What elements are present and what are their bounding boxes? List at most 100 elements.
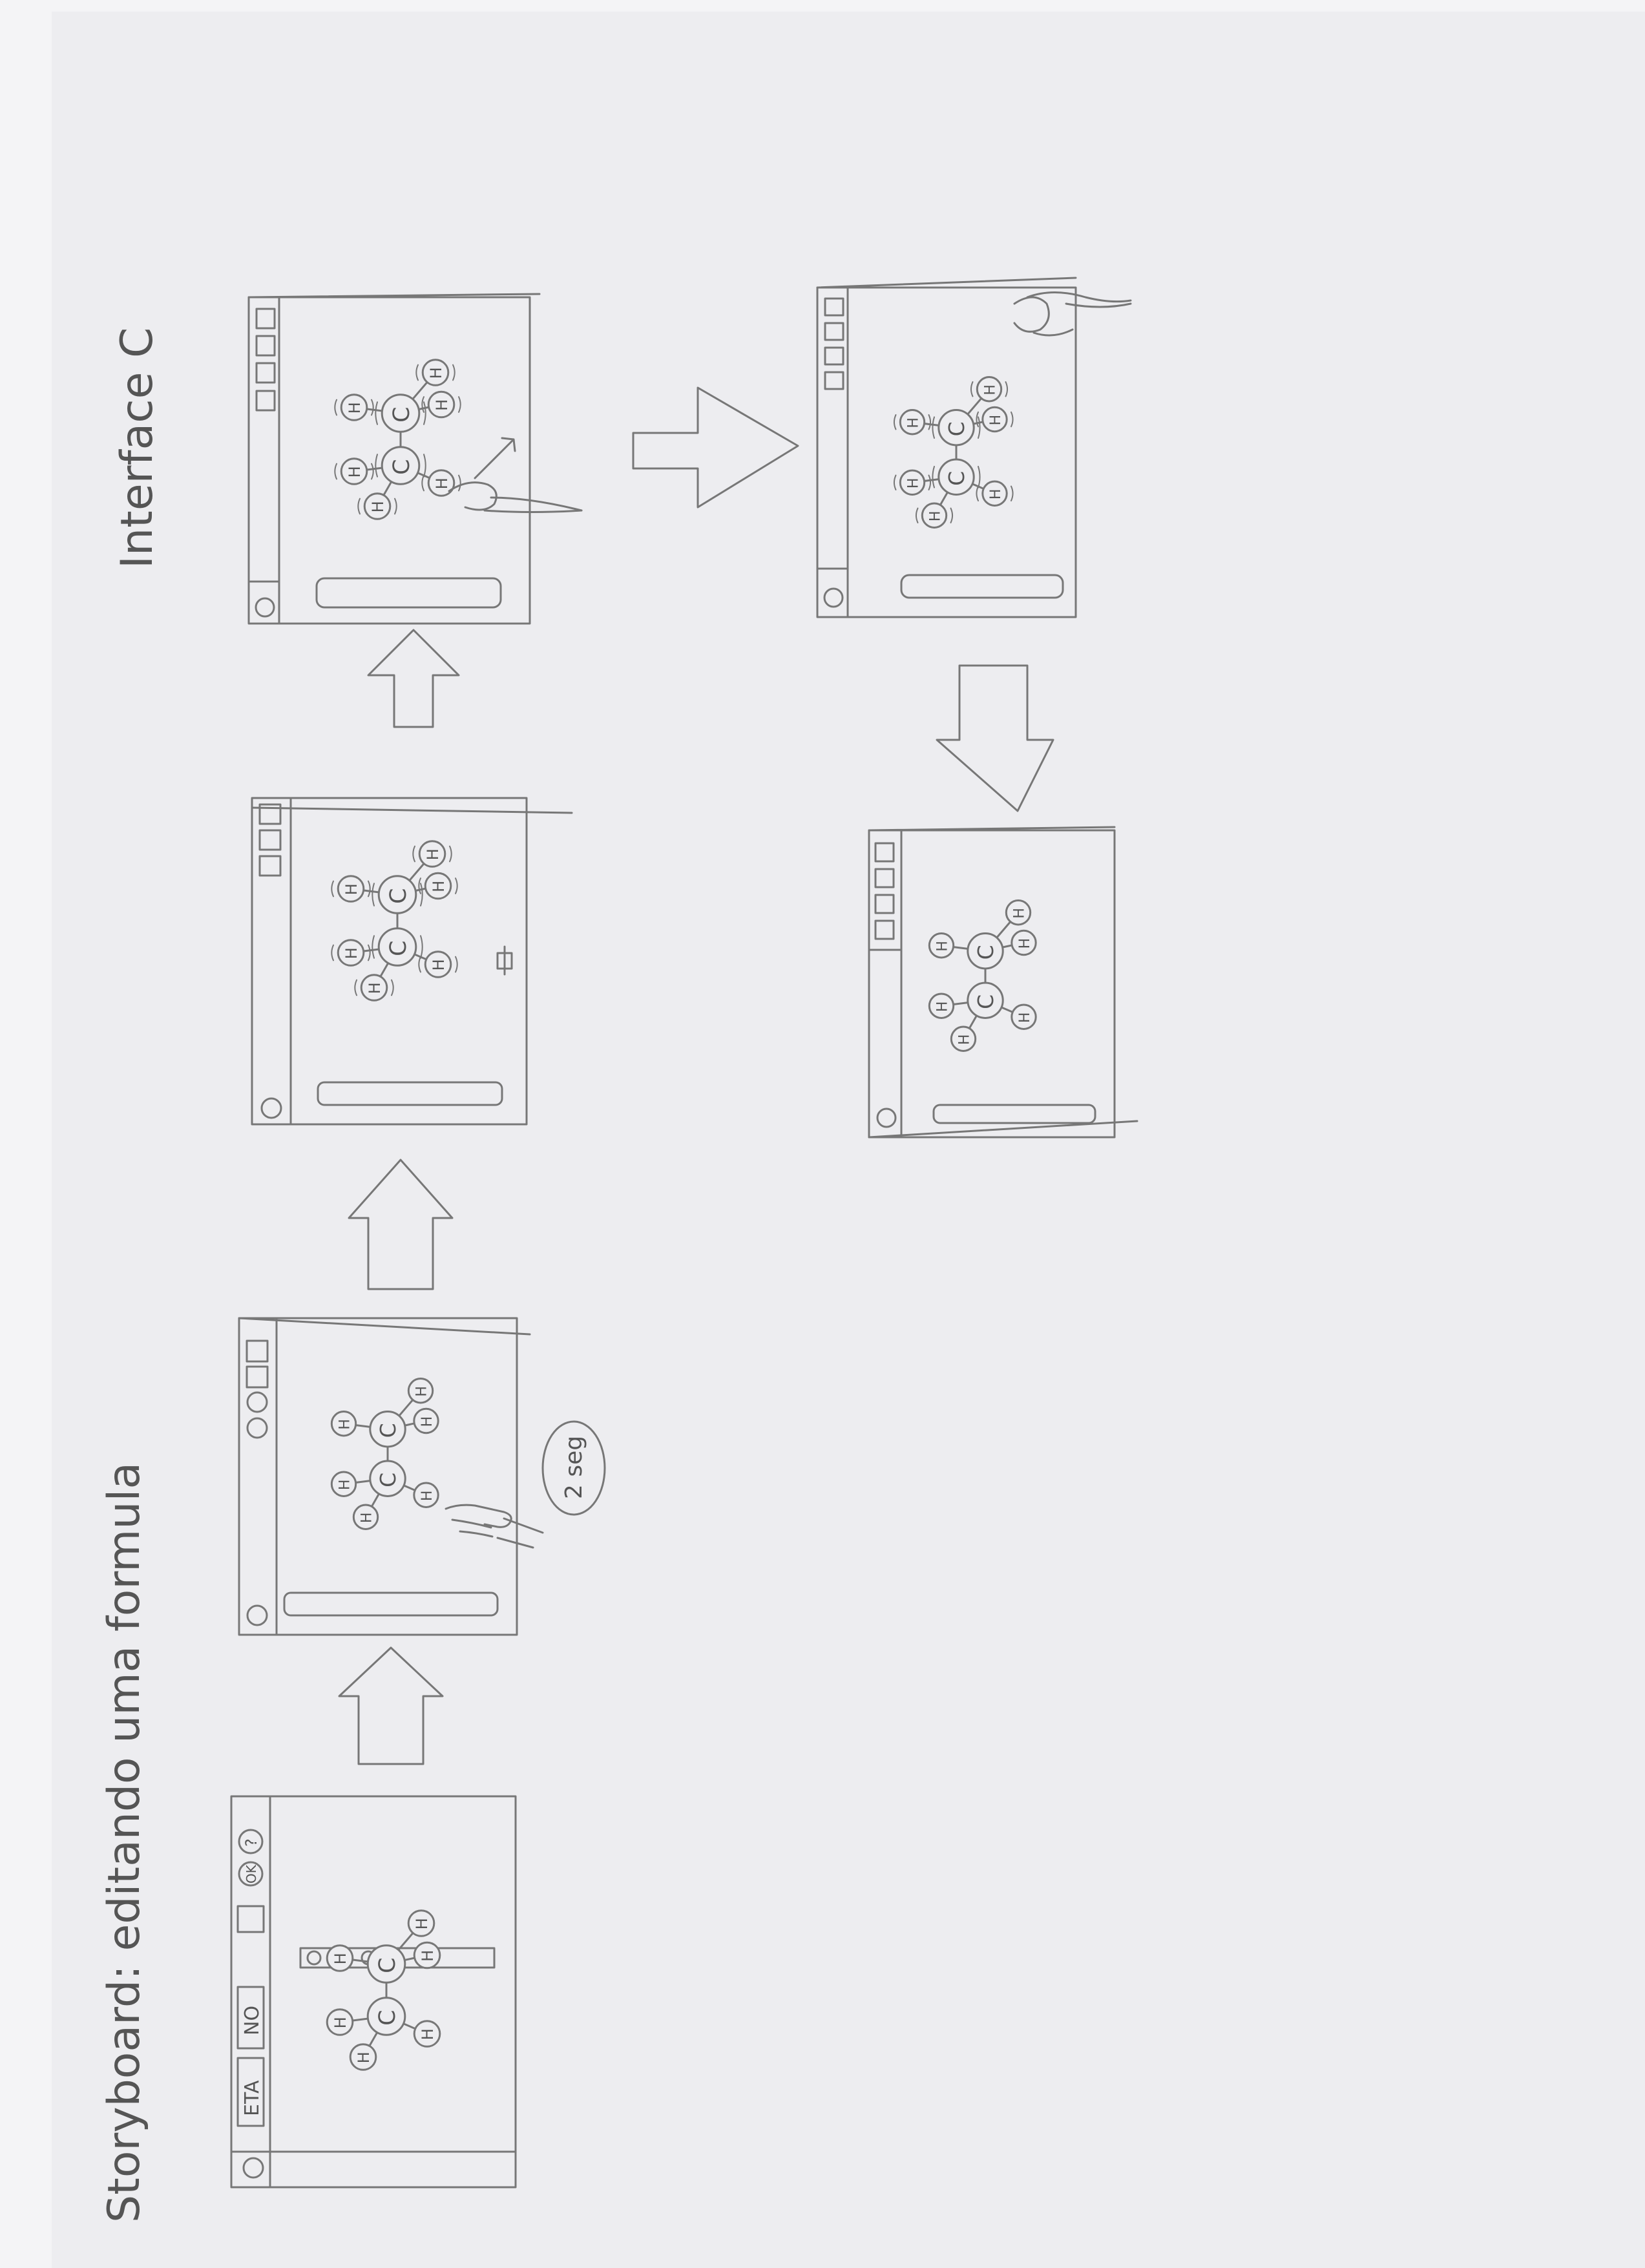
- hydrogen-atom: H: [331, 1472, 355, 1496]
- carbon-atom-symbol: C: [944, 471, 969, 486]
- vibration-mark: [421, 936, 423, 958]
- hydrogen-atom-symbol: H: [331, 2017, 350, 2028]
- vibration-mark: [971, 382, 973, 396]
- hydrogen-atom-symbol: H: [366, 982, 384, 994]
- carbon-atom: C: [370, 1461, 405, 1496]
- hydrogen-atom: H: [364, 494, 390, 520]
- vibration-mark: [368, 945, 370, 961]
- hydrogen-atom-symbol: H: [934, 941, 950, 952]
- hydrogen-atom: H: [929, 994, 953, 1018]
- carbon-atom-symbol: C: [375, 1423, 401, 1438]
- carbon-atom-symbol: C: [389, 459, 415, 474]
- vibration-mark: [375, 402, 377, 425]
- move-cursor: [498, 947, 512, 974]
- vibration-mark: [424, 402, 426, 425]
- vibration-mark: [894, 415, 896, 429]
- undo-icon: [247, 1606, 267, 1625]
- hydrogen-atom-symbol: H: [413, 1918, 431, 1929]
- carbon-atom: C: [968, 983, 1003, 1018]
- vibration-mark: [453, 365, 455, 381]
- vibration-mark: [929, 415, 931, 429]
- toolbar-icons: [247, 1341, 267, 1438]
- vibration-mark: [335, 464, 337, 479]
- hydrogen-atom-symbol: H: [419, 1491, 435, 1502]
- vibration-mark: [894, 476, 896, 490]
- hydrogen-atom-symbol: H: [342, 947, 361, 959]
- tool-ok-label: OK: [244, 1864, 259, 1884]
- carbon-atom-symbol: C: [386, 888, 412, 903]
- arrow-frame5-to-6: [937, 666, 1053, 811]
- frame-5: CCHHHHHH: [817, 278, 1131, 617]
- vibration-mark: [355, 980, 357, 996]
- hydrogen-atom-symbol: H: [433, 399, 451, 411]
- undo-icon: [256, 598, 274, 616]
- hydrogen-atom: H: [1006, 901, 1030, 925]
- hydrogen-atom: H: [408, 1911, 434, 1937]
- molecule-4: CCHHHHHH: [335, 360, 460, 520]
- hydrogen-atom: H: [408, 1379, 432, 1403]
- hydrogen-atom: H: [419, 841, 445, 867]
- vibration-mark: [1011, 487, 1013, 501]
- carbon-atom-symbol: C: [973, 994, 998, 1009]
- vibration-mark: [395, 499, 397, 514]
- hydrogen-atom-symbol: H: [414, 1386, 430, 1397]
- vibration-mark: [413, 846, 415, 862]
- vibration-mark: [424, 454, 426, 477]
- hydrogen-atom: H: [423, 360, 448, 386]
- vibration-mark: [358, 499, 360, 514]
- vibration-mark: [416, 365, 418, 381]
- hydrogen-atom-symbol: H: [430, 881, 448, 892]
- vibration-mark: [456, 878, 457, 894]
- hydrogen-atom: H: [341, 395, 367, 421]
- molecule-3: CCHHHHHH: [331, 841, 457, 1001]
- hydrogen-atom-symbol: H: [988, 415, 1004, 426]
- hydrogen-atom: H: [353, 1505, 377, 1529]
- tool-help-label: ?: [242, 1838, 260, 1847]
- drag-hand: [449, 438, 582, 512]
- storyboard-title: Storyboard: editando uma formula: [99, 1462, 150, 2223]
- vibration-mark: [422, 397, 424, 412]
- molecule-1: CCHHHHHH: [327, 1911, 440, 2070]
- toolbar-icons: [257, 309, 275, 410]
- hydrogen-atom-symbol: H: [346, 466, 364, 478]
- vibration-mark: [459, 397, 461, 412]
- hydrogen-atom: H: [929, 934, 953, 958]
- undo-icon: [877, 1109, 896, 1127]
- hydrogen-atom-symbol: H: [369, 501, 387, 512]
- element-palette-bar: [317, 578, 501, 607]
- hydrogen-atom-symbol: H: [934, 1002, 950, 1013]
- hydrogen-atom-symbol: H: [346, 402, 364, 414]
- hydrogen-atom-symbol: H: [1011, 908, 1027, 919]
- carbon-atom: C: [368, 1946, 405, 1983]
- hydrogen-atom: H: [425, 952, 451, 978]
- hydrogen-atom-symbol: H: [905, 478, 921, 489]
- tool-palette: [238, 1906, 264, 1932]
- vibration-mark: [976, 412, 978, 426]
- carbon-atom: C: [382, 395, 419, 432]
- vibration-mark: [331, 881, 333, 897]
- frame-6: CCHHHHHH: [869, 827, 1137, 1137]
- vibration-mark: [1011, 412, 1013, 426]
- hydrogen-atom: H: [414, 1942, 440, 1968]
- tool-no-label: NO: [241, 2006, 264, 2035]
- element-palette-bar: [901, 575, 1063, 598]
- release-hand: [1014, 293, 1131, 336]
- vibration-mark: [419, 957, 421, 972]
- carbon-atom-symbol: C: [386, 940, 412, 956]
- hydrogen-atom-symbol: H: [427, 367, 445, 379]
- hydrogen-atom: H: [983, 481, 1007, 505]
- arrow-frame4-to-5: [633, 388, 798, 507]
- vibration-mark: [456, 957, 457, 972]
- hydrogen-atom-symbol: H: [430, 959, 448, 971]
- undo-icon: [262, 1098, 281, 1118]
- hydrogen-atom: H: [414, 2021, 440, 2047]
- hydrogen-atom-symbol: H: [1017, 1013, 1033, 1024]
- interface-title: Interface C: [112, 327, 163, 569]
- vibration-mark: [932, 417, 934, 438]
- vibration-mark: [372, 400, 373, 415]
- carbon-atom: C: [370, 1412, 405, 1447]
- carbon-atom: C: [939, 459, 974, 494]
- hydrogen-atom: H: [338, 940, 364, 966]
- carbon-atom: C: [379, 876, 416, 914]
- vibration-mark: [372, 936, 374, 958]
